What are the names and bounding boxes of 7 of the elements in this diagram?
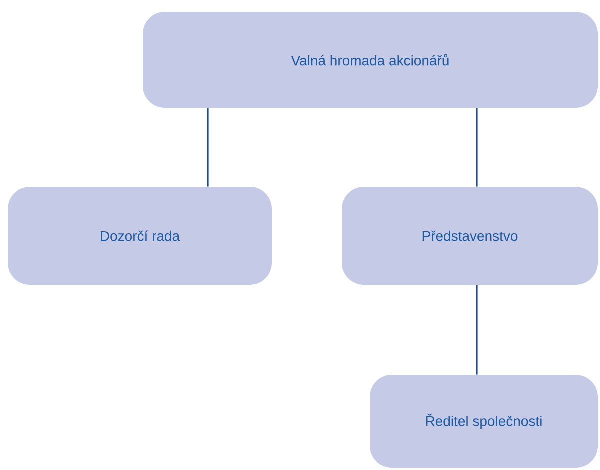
org-box: Ředitel společnosti bbox=[370, 375, 598, 468]
connector-line bbox=[476, 285, 478, 375]
org-box: Dozorčí rada bbox=[8, 187, 272, 285]
org-box: Představenstvo bbox=[342, 187, 598, 285]
org-box: Valná hromada akcionářů bbox=[143, 12, 598, 108]
connector-line bbox=[207, 108, 209, 187]
connector-line bbox=[476, 108, 478, 187]
